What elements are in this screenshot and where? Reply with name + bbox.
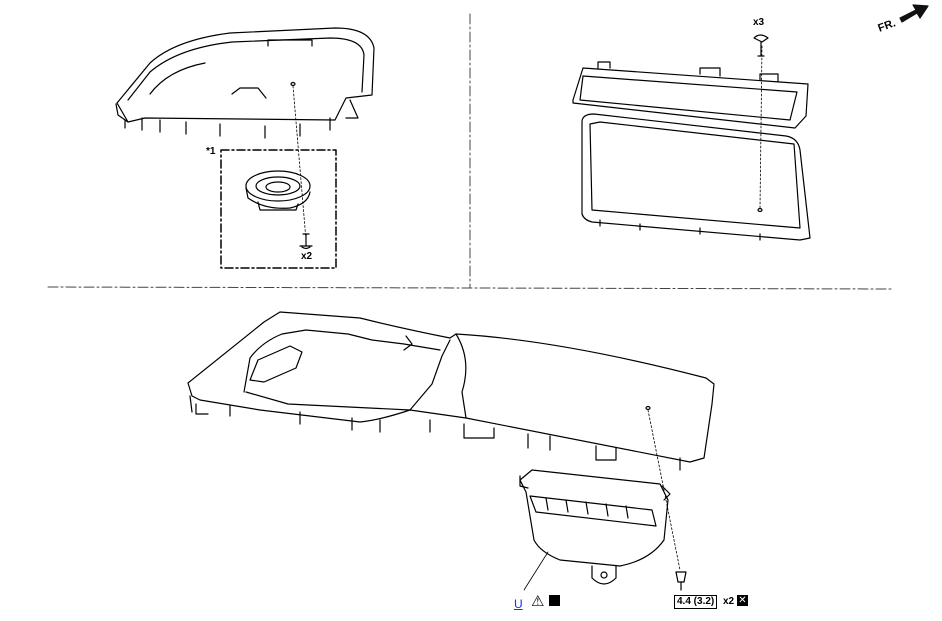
display-leader-line [759,45,763,209]
speaker-callout-box [220,149,337,269]
panel-leader-line [647,409,681,571]
solid-square-icon [549,595,560,606]
upper-panel-part [115,27,375,139]
display-frame-part [572,61,809,129]
speaker-screw [299,233,313,250]
display-screw-qty: x3 [753,17,765,28]
instrument-panel-part [187,311,715,471]
item-ref-label: *1 [206,146,216,157]
airbag-screw [675,571,687,591]
speaker-screw-qty: x2 [301,251,313,262]
airbag-module-part [519,469,671,585]
no-reuse-icon: ✕ [737,595,748,606]
warning-icon: ⚠ [531,592,545,610]
airbag-pointer-line [523,551,549,591]
detail-link[interactable]: U [514,597,523,611]
torque-screw-qty: x2 [723,596,735,607]
display-screw [753,34,769,57]
torque-spec: 4.4 (3.2) [674,595,718,609]
divider-horizontal [47,286,894,290]
front-arrow-icon [899,4,929,23]
display-part [581,113,811,241]
speaker-part [245,170,311,211]
speaker-leader-line [292,85,307,241]
